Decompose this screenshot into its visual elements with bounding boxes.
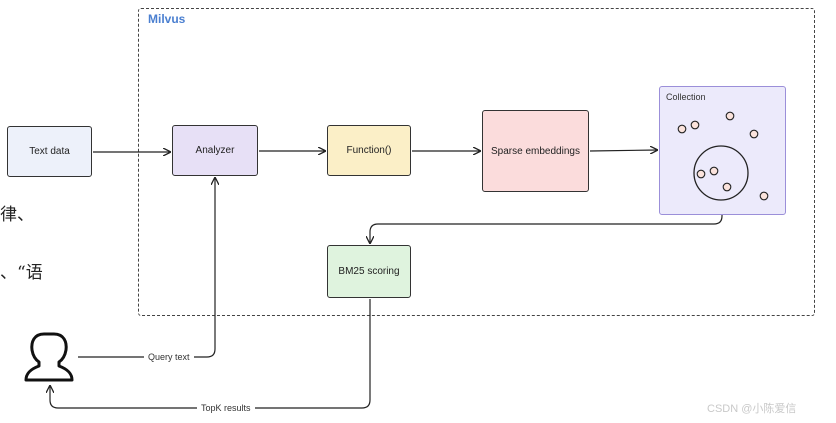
watermark: CSDN @小陈爱信 — [707, 403, 797, 415]
analyzer-node: Analyzer — [172, 125, 258, 176]
sparse-embeddings-label: Sparse embeddings — [491, 145, 580, 157]
edge-collection-to-bm25 — [370, 202, 723, 243]
milvus-label: Milvus — [148, 12, 186, 26]
side-text-1: 律、 — [0, 205, 34, 225]
analyzer-label: Analyzer — [195, 145, 235, 156]
function-node: Function() — [327, 125, 411, 176]
vector-dot — [690, 120, 700, 130]
sparse-embeddings-node: Sparse embeddings — [482, 110, 589, 192]
vector-dot — [749, 129, 759, 139]
vector-dot — [722, 182, 732, 192]
text-data-node: Text data — [7, 126, 92, 177]
bm25-scoring-node: BM25 scoring — [327, 245, 411, 298]
vector-dot — [696, 169, 706, 179]
vector-dot — [759, 191, 769, 201]
side-text-2: 、“语 — [0, 263, 43, 283]
function-label: Function() — [346, 145, 392, 156]
query-neighborhood — [693, 145, 749, 201]
milvus-boundary — [138, 8, 815, 316]
vector-dot — [677, 124, 687, 134]
topk-results-label: TopK results — [197, 403, 255, 413]
collection-label: Collection — [666, 92, 706, 102]
edge-sparse-to-collection — [589, 150, 657, 151]
query-text-label: Query text — [144, 352, 194, 362]
text-data-label: Text data — [29, 146, 70, 157]
bm25-scoring-label: BM25 scoring — [338, 266, 400, 277]
edge-user-to-analyzer — [78, 178, 215, 358]
vector-dot — [709, 166, 719, 176]
vector-dot — [725, 111, 735, 121]
